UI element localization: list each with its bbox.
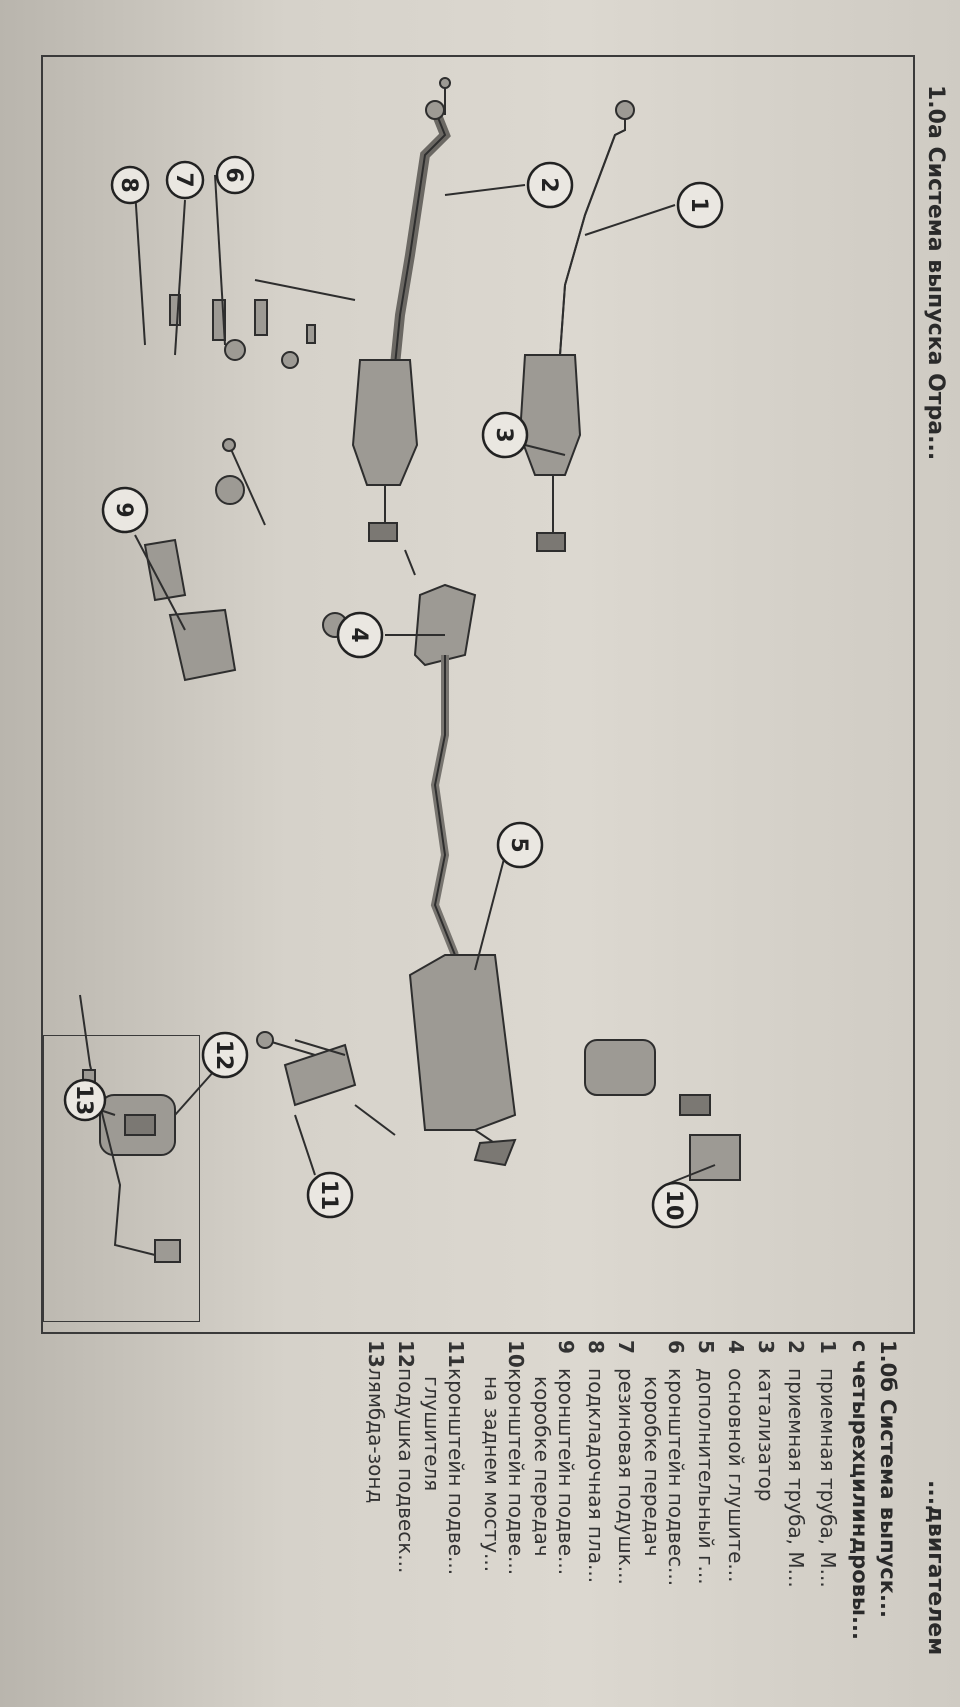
legend-item-number: 8	[584, 1340, 608, 1354]
legend-item: 13лямбда-зонд	[364, 1340, 388, 1503]
legend: 1.0б Система выпуск... с четырехцилиндро…	[20, 1340, 900, 1700]
legend-item-number: 1	[816, 1340, 840, 1354]
legend-item-text: катализатор	[754, 1368, 778, 1502]
middle-muffler-4	[322, 549, 477, 957]
callout-13-label: 13	[71, 1085, 96, 1116]
callout-11-label: 11	[316, 1180, 341, 1211]
callout-4-label: 4	[346, 627, 371, 642]
legend-item: 5 дополнительный г...	[694, 1340, 718, 1585]
legend-item: 12подушка подвеск...	[394, 1340, 418, 1573]
callout-8: 8	[110, 165, 150, 205]
legend-item-continuation: глушителя	[420, 1376, 444, 1492]
legend-item-number: 13	[364, 1340, 388, 1368]
legend-item: 2 приемная труба, М...	[784, 1340, 808, 1588]
legend-item: 8 подкладочная пла...	[584, 1340, 608, 1583]
figure-caption: 1.0а Система выпуска Отра...	[923, 85, 948, 461]
legend-item-continuation: коробке передач	[530, 1376, 554, 1557]
callout-2-label: 2	[536, 177, 561, 192]
callout-2: 2	[526, 161, 574, 209]
callout-1-label: 1	[686, 197, 711, 212]
legend-item-continuation: коробке передач	[640, 1376, 664, 1557]
legend-item-number: 12	[394, 1340, 418, 1368]
legend-item-number: 5	[694, 1340, 718, 1354]
rear-muffler-5	[408, 954, 517, 1167]
callout-12-label: 12	[211, 1040, 236, 1071]
legend-title: 1.0б Система выпуск...	[876, 1340, 900, 1618]
legend-item-text: лямбда-зонд	[364, 1368, 388, 1504]
callout-8-label: 8	[116, 177, 141, 192]
callout-3-label: 3	[491, 427, 516, 442]
callout-3: 3	[481, 411, 529, 459]
legend-item-text: приемная труба, М...	[816, 1368, 840, 1588]
legend-item: 10кронштейн подве...	[504, 1340, 528, 1575]
callout-7-label: 7	[171, 172, 196, 187]
legend-item-number: 7	[614, 1340, 638, 1354]
callout-12: 12	[201, 1031, 249, 1079]
bracket-11	[283, 1039, 357, 1107]
front-pipe-1	[559, 100, 635, 356]
callout-1: 1	[676, 181, 724, 229]
legend-item-text: кронштейн подве...	[504, 1368, 528, 1576]
catalyst-1	[518, 354, 582, 552]
bracket-9	[143, 475, 245, 682]
legend-item-number: 11	[444, 1340, 468, 1368]
legend-item: 4 основной глушите...	[724, 1340, 748, 1582]
callout-11: 11	[306, 1171, 354, 1219]
legend-item-number: 9	[554, 1340, 578, 1354]
legend-item: 9 кронштейн подве...	[554, 1340, 578, 1575]
legend-item-continuation: на заднем мосту...	[480, 1376, 504, 1573]
legend-item-text: кронштейн подве...	[554, 1368, 578, 1576]
callout-6: 6	[215, 155, 255, 195]
callout-5: 5	[496, 821, 544, 869]
callout-5-label: 5	[506, 837, 531, 852]
legend-item-number: 10	[504, 1340, 528, 1368]
legend-item-text: подушка подвеск...	[394, 1368, 418, 1574]
exhaust-system-diagram: 1 2 3 4 5 6 7 8 9 10 11 12 13	[63, 77, 741, 1263]
legend-subtitle: с четырехцилиндровы...	[848, 1340, 872, 1640]
legend-item: 1 приемная труба, М...	[816, 1340, 840, 1588]
callout-10: 10	[651, 1181, 699, 1229]
callout-4: 4	[336, 611, 384, 659]
legend-item-text: кронштейн подве...	[444, 1368, 468, 1576]
legend-item-text: кронштейн подвес...	[664, 1368, 688, 1587]
callout-13: 13	[63, 1078, 107, 1122]
callout-6-label: 6	[221, 167, 246, 182]
legend-item-number: 3	[754, 1340, 778, 1354]
legend-item-text: приемная труба, М...	[784, 1368, 808, 1588]
front-pipe-2	[390, 77, 451, 366]
legend-item-text: резиновая подушк...	[614, 1368, 638, 1585]
legend-item-text: дополнительный г...	[694, 1368, 718, 1585]
callout-10-label: 10	[661, 1190, 686, 1221]
legend-item-text: подкладочная пла...	[584, 1368, 608, 1584]
legend-item-number: 4	[724, 1340, 748, 1354]
legend-item-number: 2	[784, 1340, 808, 1354]
rubber-mount-12	[99, 1031, 316, 1156]
legend-item-number: 6	[664, 1340, 688, 1354]
legend-item: 6 кронштейн подвес...	[664, 1340, 688, 1586]
callout-9-label: 9	[111, 502, 136, 517]
callout-leaders	[84, 174, 716, 1186]
header-caption-right: ...двигателем	[923, 1480, 948, 1656]
catalyst-2	[351, 359, 419, 542]
legend-item: 11кронштейн подве...	[444, 1340, 468, 1575]
legend-item: 7 резиновая подушк...	[614, 1340, 638, 1585]
hanger-10	[584, 1039, 741, 1181]
callout-9: 9	[101, 486, 149, 534]
legend-item-text: основной глушите...	[724, 1368, 748, 1583]
legend-item: 3 катализатор	[754, 1340, 778, 1502]
callout-7: 7	[165, 160, 205, 200]
hardware-parts-6-8	[169, 294, 316, 369]
